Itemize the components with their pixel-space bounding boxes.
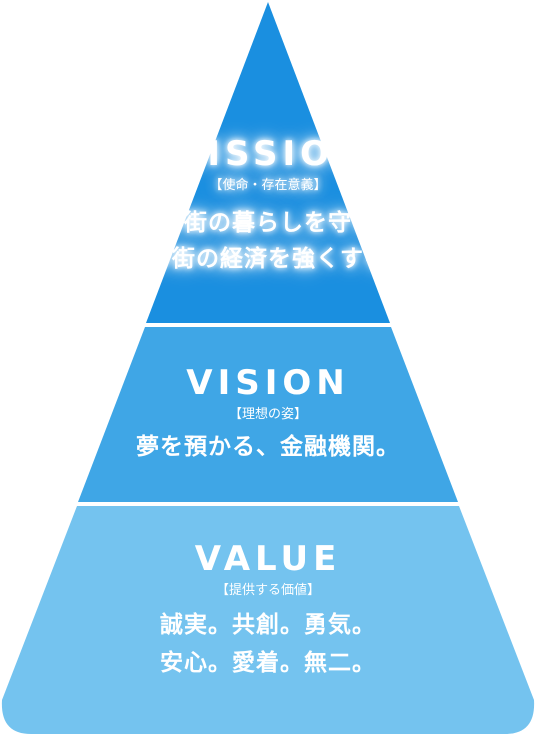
value-statement-line-2: 安心。愛着。無二。 [160, 650, 376, 676]
mission-tier [146, 2, 390, 323]
vision-section: VISION 【理想の姿】 夢を預かる、金融機関。 [0, 366, 536, 459]
value-statement-line-1: 誠実。共創。勇気。 [160, 612, 376, 638]
vision-statement-line-1: 夢を預かる、金融機関。 [136, 434, 400, 460]
value-tier [1, 506, 535, 734]
mission-heading: MISSION [168, 134, 368, 174]
mission-statement-line-2: この街の経済を強くする。 [124, 246, 412, 272]
vision-subtitle: 【理想の姿】 [228, 407, 307, 422]
mission-section: MISSION 【使命・存在意義】 この街の暮らしを守る、 この街の経済を強くす… [0, 137, 536, 271]
mission-subtitle: 【使命・存在意義】 [209, 178, 327, 193]
value-section: VALUE 【提供する価値】 誠実。共創。勇気。 安心。愛着。無二。 [0, 542, 536, 675]
value-heading: VALUE [194, 539, 342, 579]
vision-heading: VISION [186, 363, 350, 403]
mission-statement-line-1: この街の暮らしを守る、 [136, 210, 400, 236]
vision-tier [78, 327, 458, 502]
value-subtitle: 【提供する価値】 [215, 583, 320, 598]
